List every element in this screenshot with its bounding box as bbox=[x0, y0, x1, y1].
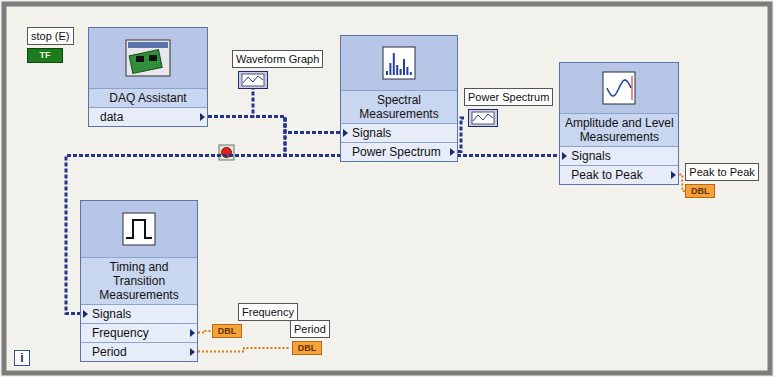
terminal: Waveform Graph bbox=[232, 50, 323, 89]
vi-terminal: Signals bbox=[560, 146, 678, 165]
express-vi: Timing and Transition MeasurementsSignal… bbox=[80, 200, 198, 362]
vi-terminal: Signals bbox=[341, 123, 457, 142]
graph-terminal bbox=[238, 71, 268, 89]
express-vi: Amplitude and Level MeasurementsSignalsP… bbox=[559, 62, 679, 185]
vi-icon-area bbox=[341, 36, 457, 90]
wire bbox=[458, 118, 464, 152]
vi-icon bbox=[123, 213, 155, 245]
terminal-label: stop (E) bbox=[27, 27, 74, 45]
wire bbox=[208, 117, 340, 133]
vi-terminal: Period bbox=[81, 342, 197, 361]
vi-icon bbox=[560, 63, 678, 113]
terminal: PeriodDBL bbox=[290, 320, 330, 355]
vi-icon-area bbox=[560, 63, 678, 113]
vi-icon-area bbox=[89, 28, 207, 88]
vi-terminal: Signals bbox=[81, 304, 197, 323]
vi-icon bbox=[603, 72, 635, 104]
dbl-terminal: DBL bbox=[292, 341, 322, 355]
terminal-label: Power Spectrum bbox=[464, 88, 553, 106]
graph-icon bbox=[468, 109, 498, 127]
vi-icon bbox=[81, 201, 197, 257]
vi-terminal: data bbox=[89, 107, 207, 126]
terminal: FrequencyDBL bbox=[212, 303, 298, 338]
wire bbox=[208, 89, 253, 117]
vi-icon-area bbox=[81, 201, 197, 257]
tf-terminal: TF bbox=[27, 48, 63, 63]
loop-condition bbox=[219, 145, 234, 160]
terminal-label: Peak to Peak bbox=[685, 163, 758, 181]
terminal: stop (E) TF bbox=[27, 27, 74, 63]
iteration-terminal: i bbox=[14, 350, 30, 366]
vi-terminal: Power Spectrum bbox=[341, 142, 457, 161]
vi-icon bbox=[126, 40, 170, 76]
express-vi: Spectral MeasurementsSignalsPower Spectr… bbox=[340, 35, 458, 162]
loop-frame bbox=[4, 4, 770, 373]
vi-terminal: Peak to Peak bbox=[560, 165, 678, 184]
vi-icon bbox=[89, 28, 207, 88]
terminal-label: Period bbox=[290, 320, 330, 338]
vi-terminal: Frequency bbox=[81, 323, 197, 342]
terminal: Peak to PeakDBL bbox=[685, 163, 758, 198]
wire bbox=[198, 348, 290, 352]
express-vi: DAQ Assistantdata bbox=[88, 27, 208, 127]
dbl-terminal: DBL bbox=[212, 324, 242, 338]
graph-icon bbox=[238, 71, 268, 89]
vi-title: Amplitude and Level Measurements bbox=[560, 113, 678, 146]
vi-icon bbox=[341, 36, 457, 90]
terminal: Power Spectrum bbox=[464, 88, 553, 127]
vi-title: Timing and Transition Measurements bbox=[81, 257, 197, 304]
dbl-terminal: DBL bbox=[685, 184, 715, 198]
graph-terminal bbox=[468, 109, 498, 127]
vi-title: DAQ Assistant bbox=[89, 88, 207, 107]
terminal-label: Frequency bbox=[238, 303, 298, 321]
terminal-label: Waveform Graph bbox=[232, 50, 323, 68]
vi-icon bbox=[383, 47, 415, 79]
vi-title: Spectral Measurements bbox=[341, 90, 457, 123]
wire bbox=[198, 331, 212, 333]
